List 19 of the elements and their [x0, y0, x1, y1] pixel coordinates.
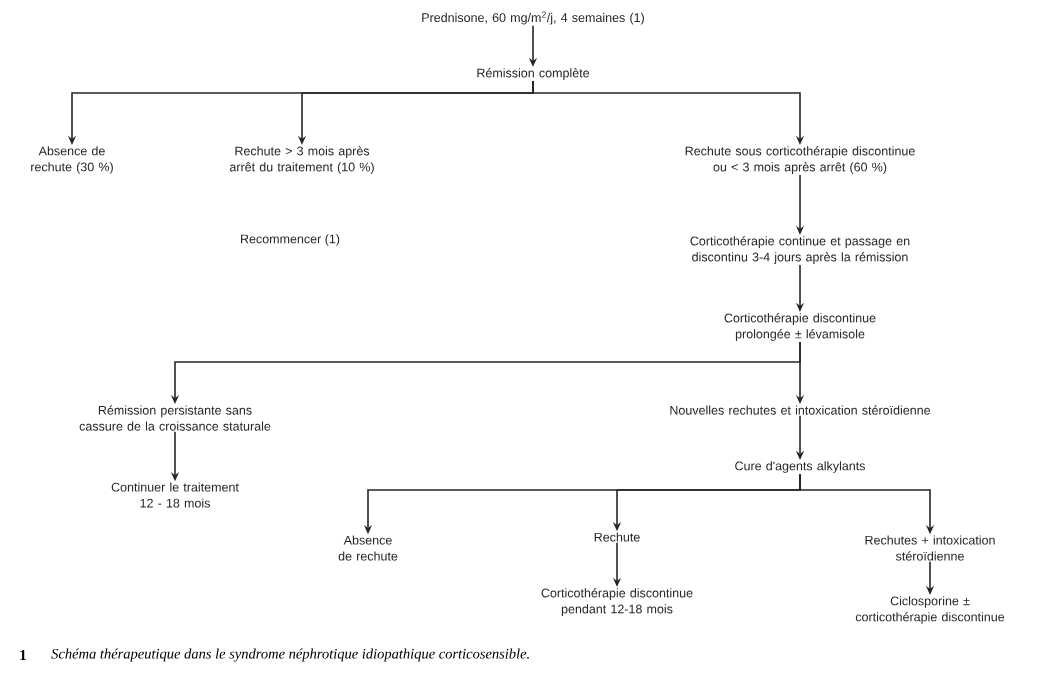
step-text: Corticothérapie discontinue pendant 12-18 mois: [541, 588, 693, 616]
step-text: Corticothérapie continue et passage en discontinu 3-4 jours après la rémission: [690, 236, 910, 264]
step-text: Prednisone, 60 mg/m$^{2}$/j, 4 semaines (1): [422, 11, 644, 25]
step-text: Cure d'agents alkylants: [735, 461, 865, 473]
step-text: Rechute: [594, 532, 640, 542]
step-text: Rechute > 3 mois après arrêt du traitement (10 %): [229, 146, 374, 174]
step-text: Absence de rechute (30 %): [31, 146, 113, 174]
step-text: Absence de rechute: [338, 535, 398, 561]
step-text: Corticothérapie discontinue prolongée ± lévamisole: [724, 313, 876, 341]
step-text: Nouvelles rechutes et intoxication stéroïdienne: [670, 405, 931, 415]
step-text: Rechute sous corticothérapie discontinue ou < 3 mois après arrêt (60 %): [685, 146, 915, 174]
step-text: Rechutes + intoxication stéroïdienne: [865, 535, 995, 561]
figure-number: 1: [20, 650, 26, 660]
step-text: Continuer le traitement 12 - 18 mois: [111, 482, 239, 508]
step-text: Rémission complète: [477, 68, 590, 80]
step-text: Rémission persistante sans cassure de la croissance staturale: [79, 405, 271, 431]
note-text: Recommencer (1): [241, 234, 340, 246]
caption: Schéma thérapeutique dans le syndrome néphrotique idiopathique corticosensible.: [51, 648, 529, 662]
step-text: Ciclosporine ± corticothérapie discontinue: [855, 596, 1005, 624]
